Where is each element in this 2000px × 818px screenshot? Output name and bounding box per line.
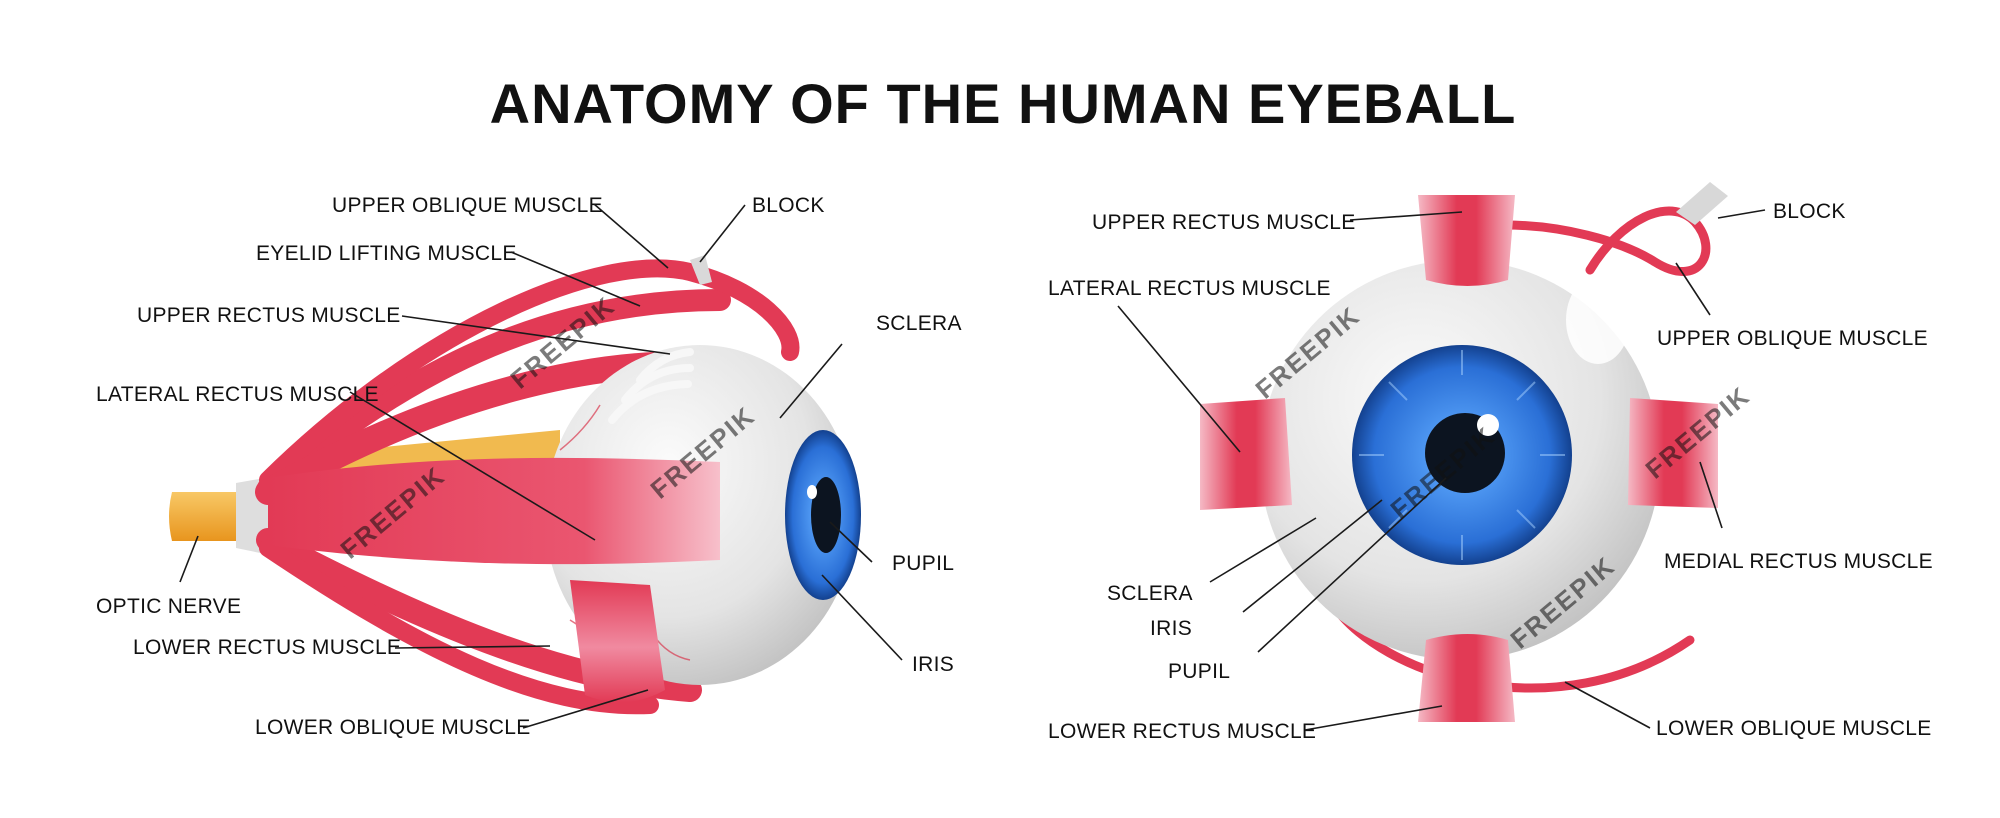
side-view-eyeball: FREEPIK FREEPIK FREEPIK [169,255,861,715]
side-highlight [807,485,817,499]
front-label-pupil: PUPIL [1168,660,1230,683]
front-label-upper-rectus-muscle: UPPER RECTUS MUSCLE [1092,211,1356,234]
front-label-upper-oblique-muscle: UPPER OBLIQUE MUSCLE [1657,327,1928,350]
front-label-lower-oblique-muscle: LOWER OBLIQUE MUSCLE [1656,717,1932,740]
side-label-sclera: SCLERA [876,312,962,335]
front-upper-rectus-muscle-shape [1418,195,1515,286]
front-label-sclera: SCLERA [1107,582,1193,605]
front-label-iris: IRIS [1150,617,1192,640]
side-label-upper-rectus-muscle: UPPER RECTUS MUSCLE [137,304,401,327]
front-view-labels: UPPER RECTUS MUSCLE BLOCK LATERAL RECTUS… [1048,200,1933,743]
side-label-upper-oblique-muscle: UPPER OBLIQUE MUSCLE [332,194,603,217]
lateral-rectus-muscle-shape [268,457,720,565]
side-view-labels: UPPER OBLIQUE MUSCLE BLOCK EYELID LIFTIN… [96,194,962,739]
front-medial-rectus-muscle-shape [1628,398,1718,508]
side-label-eyelid-lifting-muscle: EYELID LIFTING MUSCLE [256,242,517,265]
front-label-medial-rectus-muscle: MEDIAL RECTUS MUSCLE [1664,550,1933,573]
front-lateral-rectus-muscle-shape [1200,398,1292,510]
side-label-lateral-rectus-muscle: LATERAL RECTUS MUSCLE [96,383,379,406]
optic-nerve-shape [169,492,236,541]
side-label-optic-nerve: OPTIC NERVE [96,595,241,618]
front-upper-oblique-muscle-loop [1500,206,1711,276]
front-glare [1566,276,1630,364]
front-block [1676,182,1728,225]
tendon-fibers [608,348,694,424]
front-label-lateral-rectus-muscle: LATERAL RECTUS MUSCLE [1048,277,1331,300]
upper-oblique-muscle-shape [259,259,800,489]
side-label-lower-rectus-muscle: LOWER RECTUS MUSCLE [133,636,401,659]
eyelid-lifting-muscle-shape [257,289,731,499]
side-block [690,255,712,285]
front-pupil-highlight [1477,414,1499,436]
front-view-eyeball: FREEPIK FREEPIK FREEPIK FREEPIK [1200,182,1756,722]
side-label-pupil: PUPIL [892,552,954,575]
iris-fibers [1359,350,1565,560]
page-title: ANATOMY OF THE HUMAN EYEBALL [490,72,1517,135]
side-label-iris: IRIS [912,653,954,676]
side-pupil [811,477,841,553]
front-label-lower-rectus-muscle: LOWER RECTUS MUSCLE [1048,720,1316,743]
side-label-lower-oblique-muscle: LOWER OBLIQUE MUSCLE [255,716,531,739]
side-label-block: BLOCK [752,194,825,217]
front-label-block: BLOCK [1773,200,1846,223]
lower-oblique-muscle-shape [570,580,665,703]
front-lower-rectus-muscle-shape [1418,634,1515,722]
